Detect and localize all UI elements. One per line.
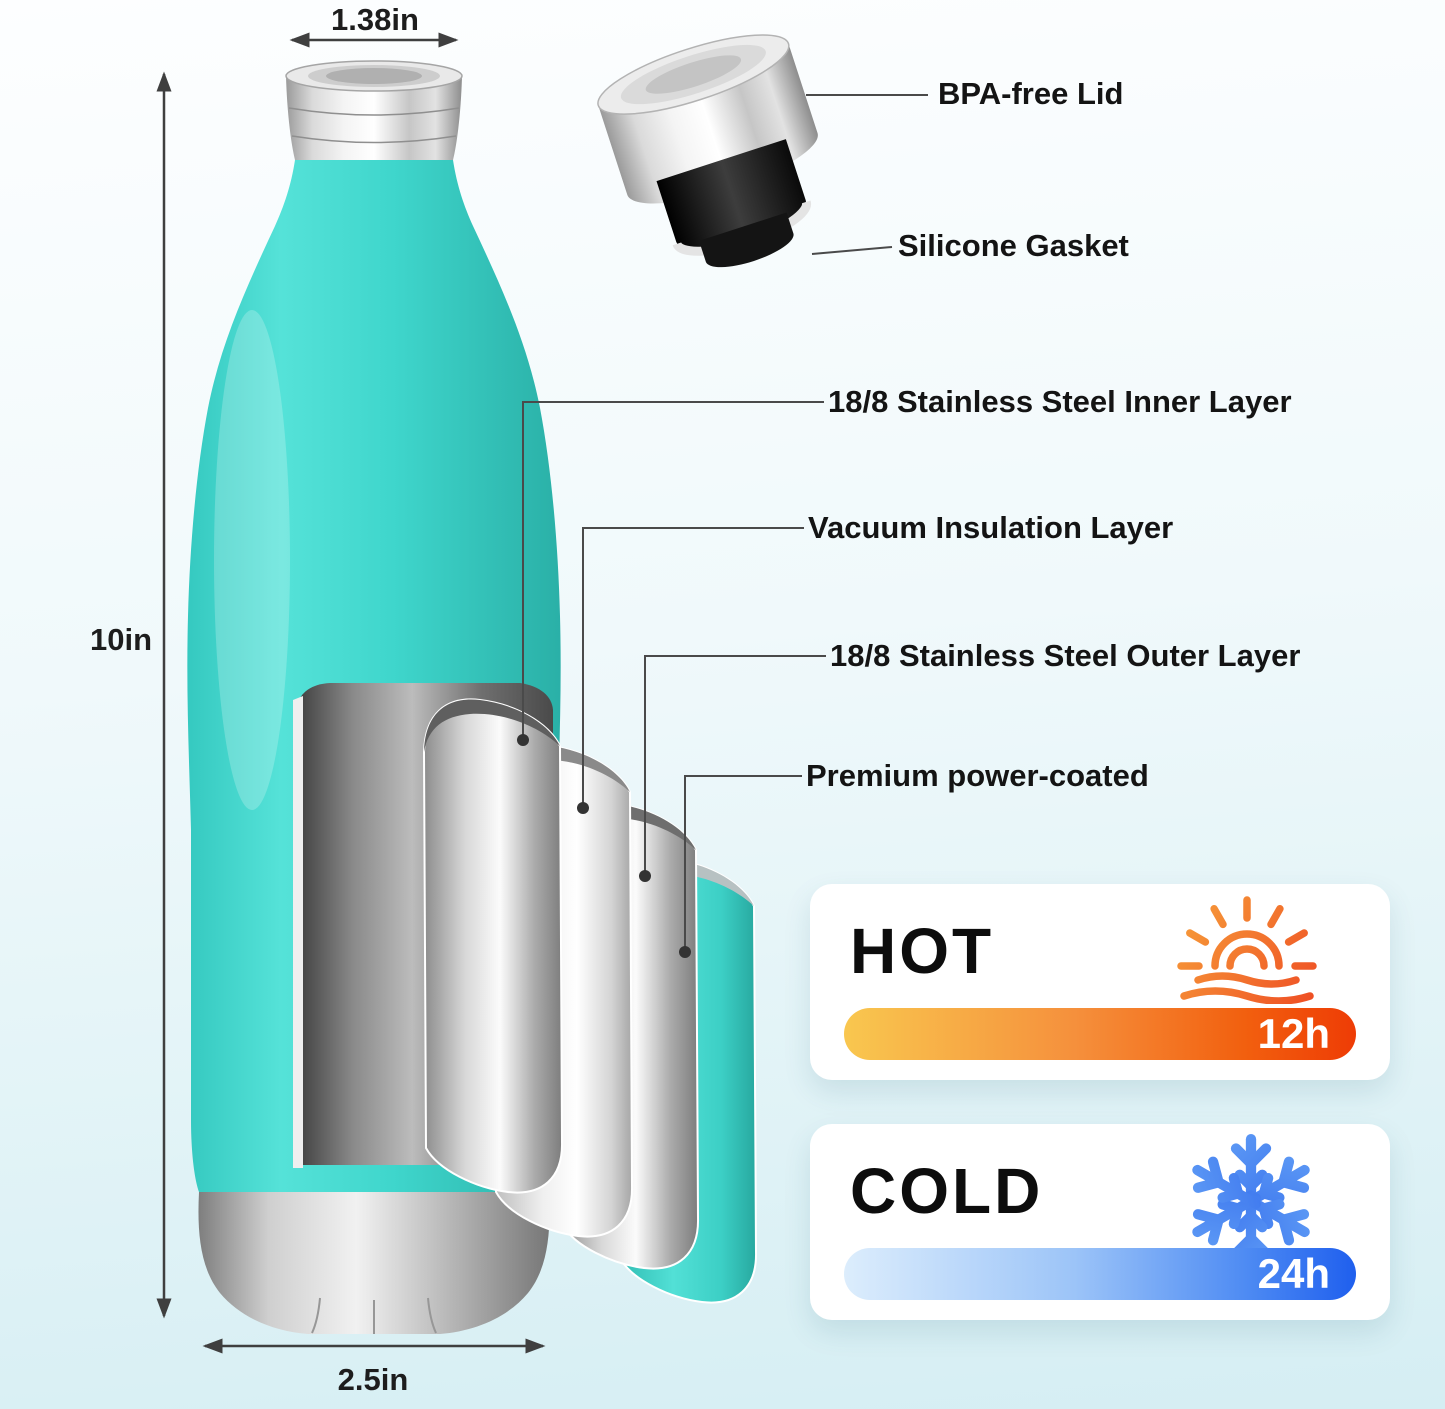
base-width-label: 2.5in <box>337 1362 409 1397</box>
bottle-base <box>198 1192 550 1334</box>
layer-callout-dots <box>517 734 691 958</box>
height-label: 10in <box>89 622 152 657</box>
hot-duration-bar: 12h <box>844 1008 1356 1060</box>
layer-sheet-inner <box>422 698 564 1194</box>
cold-duration-bar: 24h <box>844 1248 1356 1300</box>
layer-label-coating: Premium power-coated <box>806 758 1149 793</box>
bpa-lid-label: BPA-free Lid <box>938 76 1124 111</box>
hot-panel: HOT 12h <box>810 884 1390 1080</box>
layer-callout-lines <box>522 401 826 952</box>
sunrise-icon <box>1177 896 1317 1004</box>
silicone-gasket-label: Silicone Gasket <box>898 228 1129 263</box>
cold-label: COLD <box>850 1155 1044 1227</box>
layer-label-inner: 18/8 Stainless Steel Inner Layer <box>828 384 1292 419</box>
hot-label: HOT <box>850 915 995 987</box>
cold-duration: 24h <box>1257 1250 1330 1297</box>
lid-callout-lines <box>806 94 928 255</box>
layer-label-vacuum: Vacuum Insulation Layer <box>808 510 1174 545</box>
layer-label-outer: 18/8 Stainless Steel Outer Layer <box>830 638 1301 673</box>
mouth-width-label: 1.38in <box>331 2 419 37</box>
lid-detail <box>597 34 928 268</box>
hot-duration: 12h <box>1257 1010 1330 1057</box>
bottle-cap <box>285 60 463 160</box>
cold-panel: COLD <box>810 1124 1390 1320</box>
